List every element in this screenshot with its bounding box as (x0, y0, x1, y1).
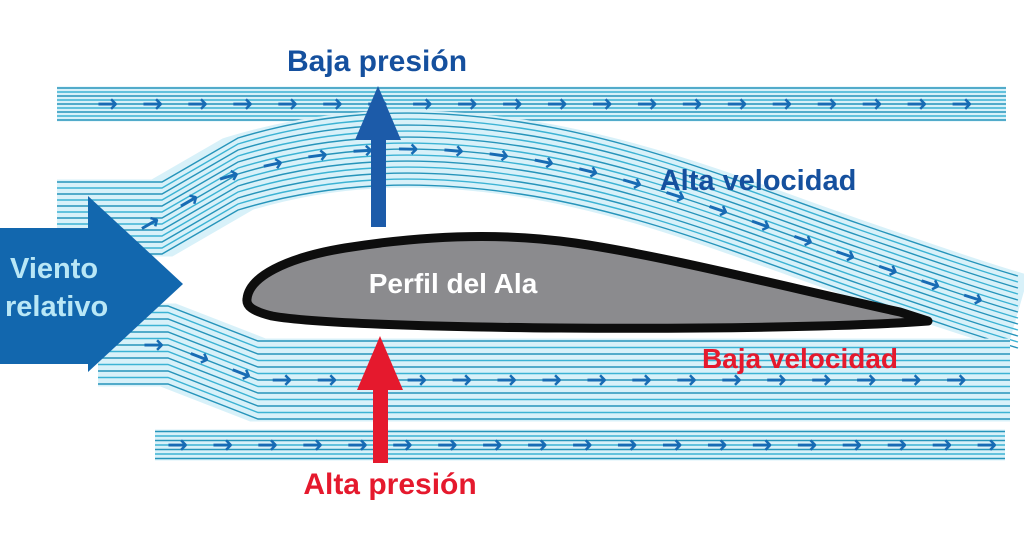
relative-wind-arrow (0, 196, 183, 372)
low-velocity-label: Baja velocidad (702, 343, 898, 374)
top-stream-band: →→→→→→→→→→→→→→→→→→→→→→ (0, 0, 1006, 120)
high-pressure-arrow (357, 336, 403, 463)
relative-wind-label-line1: Viento (10, 253, 98, 285)
low-pressure-label: Baja presión (287, 45, 467, 78)
wing-profile-label: Perfil del Ala (369, 268, 538, 299)
relative-wind-label-line2: relativo (5, 291, 108, 323)
flow-arrows: →→→→→→→→→→→→→→→→→→→→→→ (0, 0, 996, 118)
high-velocity-label: Alta velocidad (660, 165, 857, 197)
svg-text:→→→→→→→→→→→→→→→→→→→→→→: →→→→→→→→→→→→→→→→→→→→→→ (0, 0, 996, 118)
airfoil-shape (242, 232, 933, 333)
low-pressure-arrow (355, 86, 401, 227)
high-pressure-label: Alta presión (303, 468, 476, 501)
